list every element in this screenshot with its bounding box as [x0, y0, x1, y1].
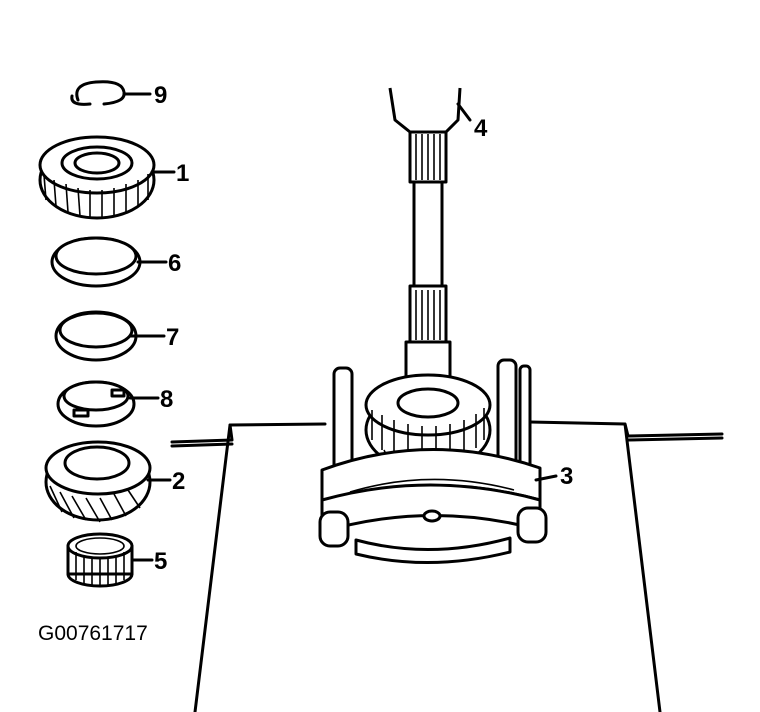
synchronizer-ring-6 [50, 236, 142, 288]
callout-2: 2 [172, 468, 185, 495]
figure-id: G00761717 [38, 622, 148, 645]
press-table [170, 420, 724, 712]
snap-ring [70, 80, 126, 106]
callout-3: 3 [560, 463, 573, 490]
synchronizer-ring-7 [54, 310, 138, 362]
needle-bearing [66, 532, 134, 588]
leader-lines [122, 92, 558, 562]
shaft [388, 87, 462, 404]
callout-6: 6 [168, 250, 181, 277]
callout-4: 4 [474, 115, 488, 142]
gear-assembly [38, 135, 156, 220]
callout-5: 5 [154, 548, 167, 575]
helical-gear [44, 440, 152, 523]
bearing-puller [318, 358, 548, 565]
callout-8: 8 [160, 386, 173, 413]
callout-9: 9 [154, 82, 167, 109]
callout-1: 1 [176, 160, 189, 187]
callout-7: 7 [166, 324, 179, 351]
synchronizer-ring-8 [56, 380, 136, 428]
